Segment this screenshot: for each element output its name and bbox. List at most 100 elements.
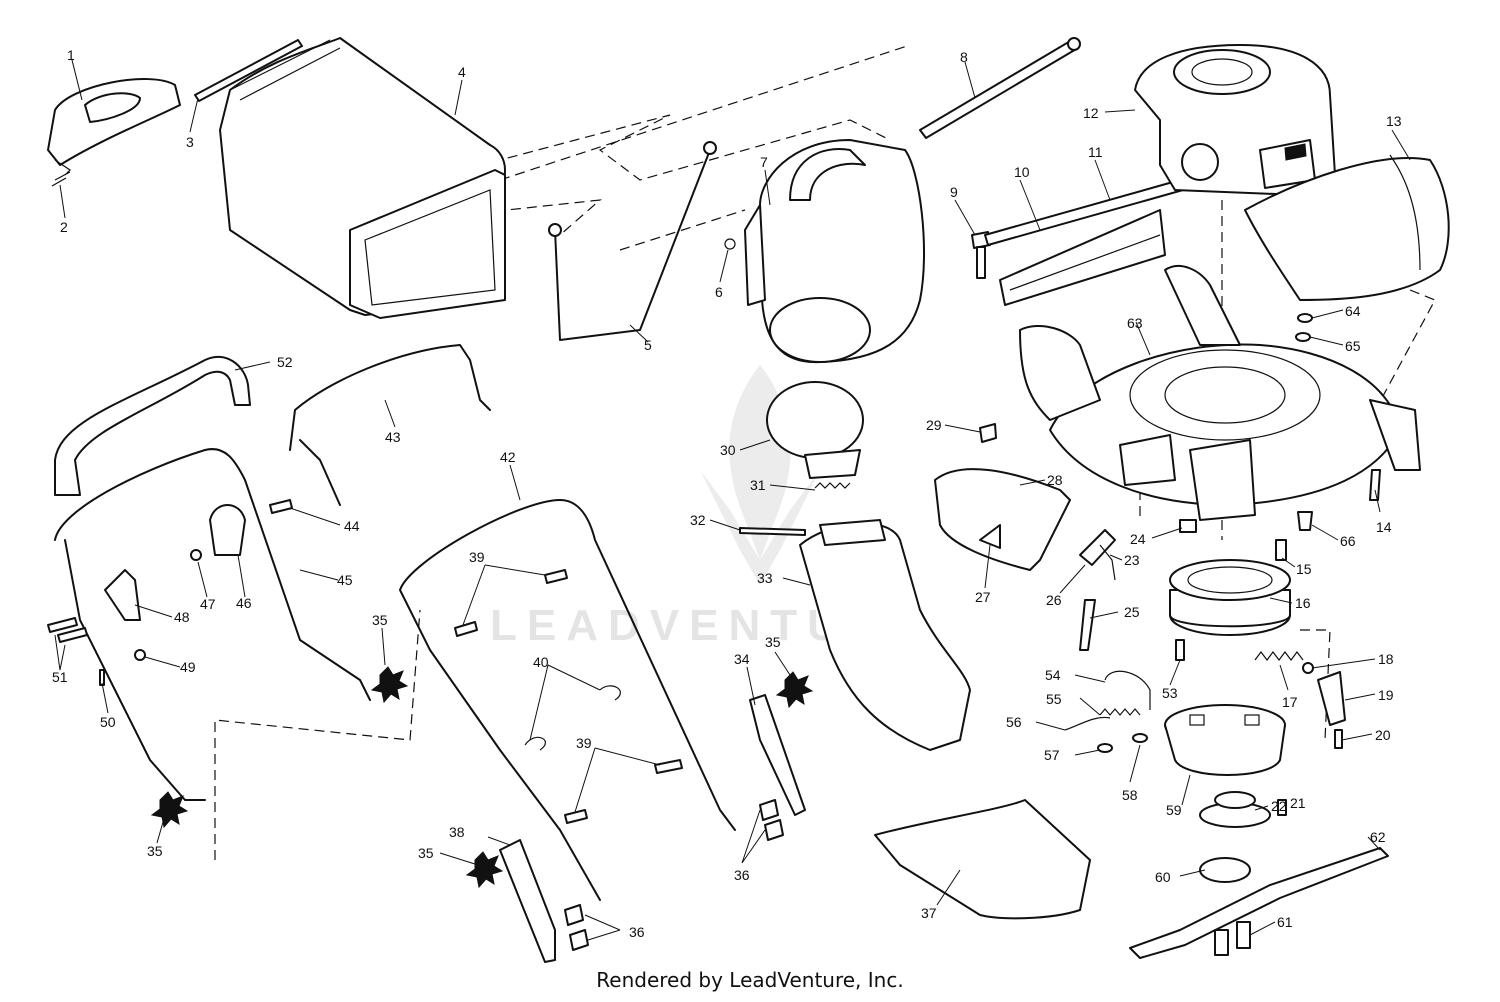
callout-63: 63	[1127, 315, 1143, 331]
callout-30: 30	[720, 442, 736, 458]
mulch-plate	[934, 468, 1071, 571]
callout-13: 13	[1386, 113, 1402, 129]
cotter-pin	[51, 171, 71, 187]
bag-frame-eyelet-right	[703, 141, 717, 155]
brake-linkage	[1064, 670, 1151, 753]
bolt-53	[1175, 639, 1185, 661]
rear-skirt	[984, 179, 1184, 306]
callout-33: 33	[757, 570, 773, 586]
callout-48: 48	[174, 609, 190, 625]
bolt-9	[971, 231, 991, 279]
callout-21: 21	[1290, 795, 1306, 811]
control-bail	[289, 344, 491, 506]
callout-46: 46	[236, 595, 252, 611]
cable-bracket	[1079, 529, 1116, 651]
handle-bracket-right	[749, 694, 806, 816]
callout-59: 59	[1166, 802, 1182, 818]
callout-18: 18	[1378, 651, 1394, 667]
blade-hub	[1199, 857, 1251, 883]
callout-23: 23	[1124, 552, 1140, 568]
callout-22: 22	[1271, 798, 1287, 814]
callout-16: 16	[1295, 595, 1311, 611]
rear-shield	[1244, 154, 1450, 301]
callout-43: 43	[385, 429, 401, 445]
blade-adapter	[1164, 704, 1286, 776]
cable-clips	[524, 685, 621, 751]
callout-39-b: 39	[576, 735, 592, 751]
callout-53: 53	[1162, 685, 1178, 701]
callout-12: 12	[1083, 105, 1099, 121]
callout-49: 49	[180, 659, 196, 675]
grass-bag	[219, 37, 506, 319]
mulch-knob	[979, 423, 997, 443]
callout-24: 24	[1130, 531, 1146, 547]
callout-27: 27	[975, 589, 991, 605]
discharge-cap	[766, 381, 864, 479]
callout-65: 65	[1345, 338, 1361, 354]
bag-rod-long	[919, 37, 1081, 139]
handle-knobs	[150, 666, 814, 889]
throttle-control	[190, 504, 246, 561]
callout-40: 40	[533, 654, 549, 670]
callout-3: 3	[186, 134, 194, 150]
zone-start-lever	[104, 569, 141, 621]
callout-39-a: 39	[469, 549, 485, 565]
callout-55: 55	[1046, 691, 1062, 707]
callout-19: 19	[1378, 687, 1394, 703]
callout-26: 26	[1046, 592, 1062, 608]
callout-35-d: 35	[418, 845, 434, 861]
callout-14: 14	[1376, 519, 1392, 535]
callout-32: 32	[690, 512, 706, 528]
callout-34: 34	[734, 651, 750, 667]
handle-bolts	[47, 499, 784, 951]
callout-44: 44	[344, 518, 360, 534]
callout-47: 47	[200, 596, 216, 612]
callout-35-c: 35	[147, 843, 163, 859]
blade-bolts	[1214, 921, 1251, 956]
cap-spring	[814, 482, 851, 489]
callout-35-a: 35	[372, 612, 388, 628]
rear-handle-cover	[47, 78, 181, 176]
callout-58: 58	[1122, 787, 1138, 803]
callout-51: 51	[52, 669, 68, 685]
callout-28: 28	[1047, 472, 1063, 488]
callout-50: 50	[100, 714, 116, 730]
engine	[1134, 44, 1336, 196]
callout-25: 25	[1124, 604, 1140, 620]
callout-37: 37	[921, 905, 937, 921]
callout-10: 10	[1014, 164, 1030, 180]
bag-frame-wire	[554, 149, 711, 341]
callout-62: 62	[1370, 829, 1386, 845]
callout-5: 5	[644, 337, 652, 353]
deck-hardware	[1179, 313, 1381, 561]
callout-36-b: 36	[629, 924, 645, 940]
callout-17: 17	[1282, 694, 1298, 710]
callout-9: 9	[950, 184, 958, 200]
callout-60: 60	[1155, 869, 1171, 885]
lower-handle	[399, 499, 736, 901]
footer-credit: Rendered by LeadVenture, Inc.	[596, 968, 904, 992]
callout-2: 2	[60, 219, 68, 235]
side-discharge-chute	[874, 799, 1091, 920]
handle-grip	[54, 355, 251, 496]
callout-15: 15	[1296, 561, 1312, 577]
mower-deck	[1019, 265, 1421, 521]
upper-handle	[54, 448, 371, 801]
handle-bracket-left	[499, 839, 556, 963]
callout-6: 6	[715, 284, 723, 300]
chute-pin	[739, 527, 806, 536]
bag-housing	[744, 139, 925, 364]
discharge-chute	[799, 519, 971, 751]
callout-20: 20	[1375, 727, 1391, 743]
brake-spring	[1254, 651, 1304, 661]
callout-56: 56	[1006, 714, 1022, 730]
bag-frame-eyelet-left	[548, 223, 562, 237]
callout-57: 57	[1044, 747, 1060, 763]
callout-29: 29	[926, 417, 942, 433]
brake-housing	[1169, 559, 1291, 636]
callout-31: 31	[750, 477, 766, 493]
callout-7: 7	[760, 154, 768, 170]
callout-leaders	[54, 59, 1411, 941]
